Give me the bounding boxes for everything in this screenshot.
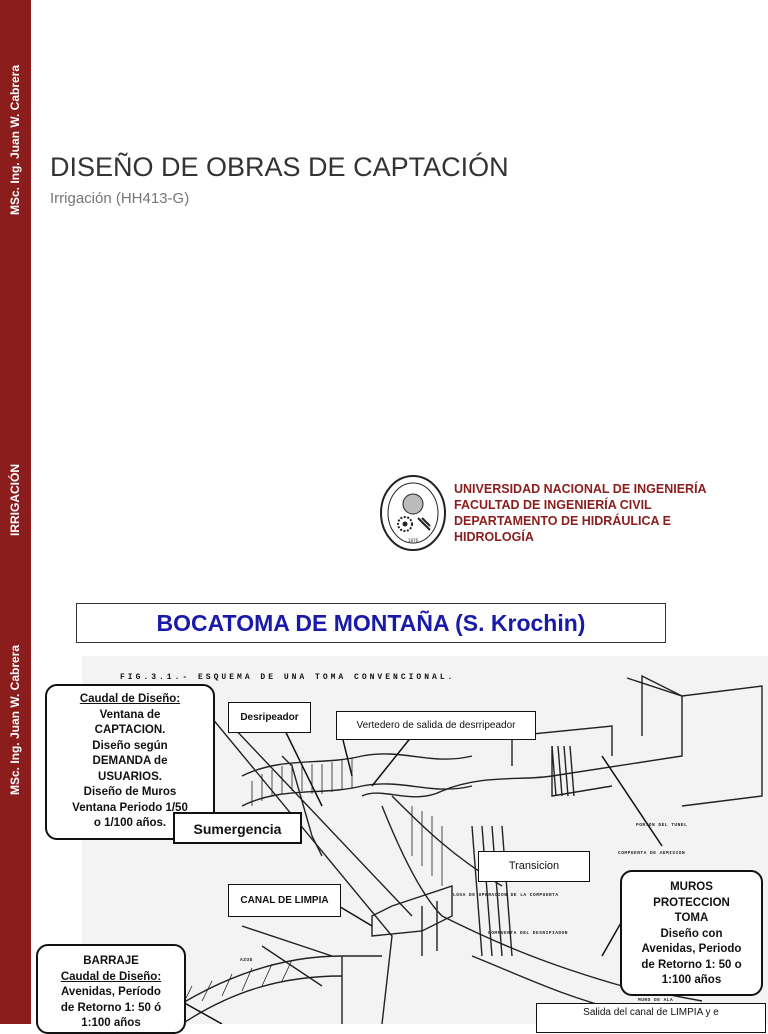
callout-barraje-line: de Retorno 1: 50 ó [60,1001,162,1014]
note-compuerta-desripeador: COMPUERTA DEL DESRIPIADOR [488,931,569,936]
seal-year: 1876 [408,538,419,543]
callout-barraje: BARRAJE Caudal de Diseño: Avenidas, Perí… [36,944,186,1034]
callout-caudal-ventana-line: o 1/100 años. [93,817,167,829]
slide-subtitle: Irrigación (HH413-G) [50,190,190,207]
university-block: UNIVERSIDAD NACIONAL DE INGENIERÍA FACUL… [454,481,707,545]
figure-caption: FIG.3.1.- ESQUEMA DE UNA TOMA CONVENCION… [120,673,456,682]
callout-muros-line: Diseño con [660,927,723,940]
note-azud: AZUD [240,958,253,963]
callout-muros-line: 1:100 años [661,974,722,986]
university-name: UNIVERSIDAD NACIONAL DE INGENIERÍA [454,482,707,496]
sidebar-author-label-bottom: MSc. Ing. Juan W. Cabrera [8,644,22,796]
callout-muros-proteccion: MUROS PROTECCION TOMA Diseño con Avenida… [620,870,763,996]
callout-caudal-ventana-line: DEMANDA de [92,755,168,767]
sidebar-course-label: IRRIGACIÓN [8,464,22,536]
callout-muros-line: TOMA [674,912,709,924]
callout-sumergencia: Sumergencia [173,812,302,844]
sidebar-author-label: MSc. Ing. Juan W. Cabrera [8,64,22,216]
faculty-name: FACULTAD DE INGENIERÍA CIVIL [454,498,652,512]
callout-transicion: Transicion [478,851,590,882]
callout-caudal-ventana-line: Diseño según [92,739,168,752]
university-seal-icon: 1876 [380,475,446,551]
callout-caudal-ventana-line: Ventana Periodo 1/50 [72,801,188,814]
callout-canal-limpia: CANAL DE LIMPIA [228,884,341,917]
callout-caudal-ventana-line: USUARIOS. [98,770,162,783]
department-name: DEPARTAMENTO DE HIDRÁULICA E [454,514,671,528]
callout-caudal-ventana-line: Ventana de [99,708,161,721]
callout-muros-line: PROTECCION [653,896,730,909]
banner-title: BOCATOMA DE MONTAÑA (S. Krochin) [156,609,586,636]
note-losa: LOSA DE OPERACION DE LA COMPUERTA [453,893,559,898]
callout-desripeador: Desripeador [228,702,311,733]
callout-muros-line: MUROS [670,881,713,893]
slide-title: DISEÑO DE OBRAS DE CAPTACIÓN [50,152,509,182]
callout-vertedero: Vertedero de salida de desrripeador [336,711,536,740]
callout-muros-line: de Retorno 1: 50 o [641,958,742,971]
callout-barraje-heading: BARRAJE [83,955,139,967]
callout-caudal-ventana-line: CAPTACION. [94,724,166,736]
callout-caudal-ventana-line: Diseño de Muros [83,786,177,798]
callout-muros-line: Avenidas, Periodo [641,943,742,955]
callout-barraje-line: Avenidas, Período [61,986,161,998]
sidebar: MSc. Ing. Juan W. Cabrera IRRIGACIÓN MSc… [0,0,31,1024]
department-name-cont: HIDROLOGÍA [454,530,534,544]
callout-salida-canal: Salida del canal de LIMPIA y e [536,1003,766,1033]
note-compuerta-admision: COMPUERTA DE ADMISION [618,851,686,856]
note-muro-ala: MURO DE ALA [638,998,674,1003]
callout-barraje-line: Caudal de Diseño: [60,970,162,983]
section-banner: BOCATOMA DE MONTAÑA (S. Krochin) [76,603,666,643]
note-portal: PORTON DEL TUNEL [636,823,688,828]
callout-caudal-ventana-heading: Caudal de Diseño: [79,693,181,705]
